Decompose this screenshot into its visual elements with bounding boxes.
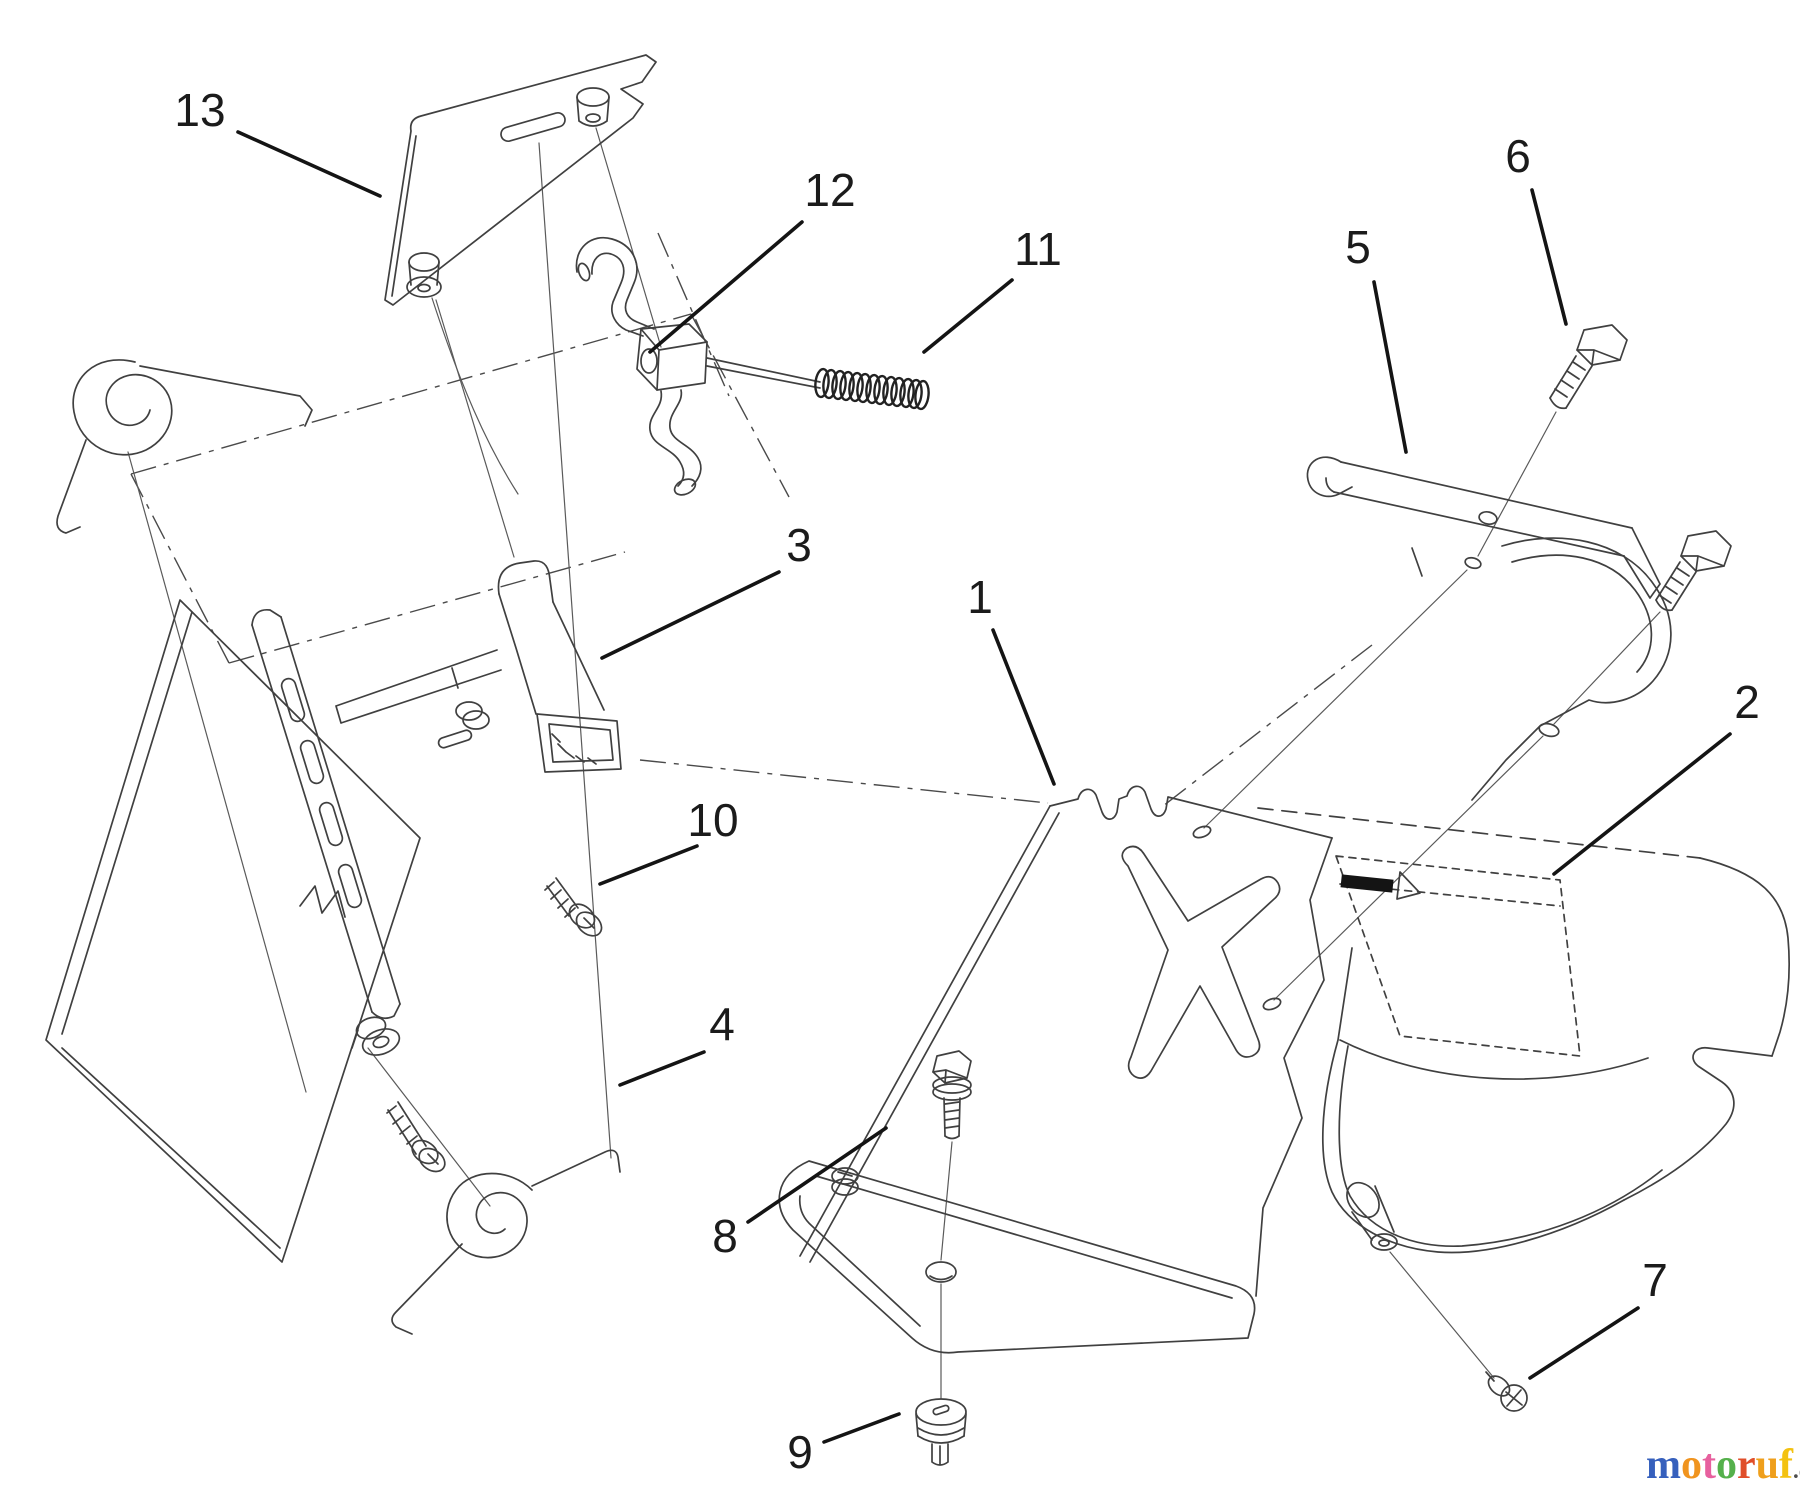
callout-4-leader bbox=[618, 1050, 706, 1087]
callout-1: 1 bbox=[967, 571, 993, 623]
torsion-spring-lower bbox=[391, 1149, 621, 1335]
callout-2-leader bbox=[1552, 732, 1732, 876]
compression-spring bbox=[814, 367, 930, 411]
callout-1-leader bbox=[991, 628, 1056, 786]
warning-triangle-icon bbox=[1396, 871, 1421, 900]
logo-letter: u bbox=[1755, 1442, 1780, 1488]
logo-letter: t bbox=[1702, 1442, 1716, 1488]
label-recess bbox=[1335, 855, 1581, 1057]
pivot-rod bbox=[575, 236, 821, 496]
callout-12: 12 bbox=[804, 164, 855, 216]
callout-10: 10 bbox=[687, 794, 738, 846]
callout-5: 5 bbox=[1345, 221, 1371, 273]
screw-10b bbox=[386, 1101, 446, 1173]
latch-bracket bbox=[335, 560, 622, 773]
bolt-hole bbox=[1192, 825, 1212, 839]
callout-3: 3 bbox=[786, 519, 812, 571]
assembly-alignment-lines bbox=[127, 127, 1661, 1399]
callout-11-leader bbox=[922, 278, 1014, 354]
callout-6: 6 bbox=[1505, 130, 1531, 182]
hex-bolt-6a bbox=[1549, 324, 1628, 410]
callout-6-leader bbox=[1530, 188, 1568, 326]
callout-5-leader bbox=[1372, 280, 1408, 454]
support-bracket bbox=[1306, 456, 1661, 599]
callout-8: 8 bbox=[712, 1210, 738, 1262]
side-panel bbox=[778, 785, 1333, 1354]
callout-13: 13 bbox=[174, 84, 225, 136]
phantom-outline bbox=[130, 232, 1373, 807]
push-cap bbox=[915, 1398, 967, 1466]
hinge-stud bbox=[1346, 1181, 1380, 1219]
logo-letter: m bbox=[1646, 1442, 1681, 1488]
callout-3-leader bbox=[600, 570, 781, 660]
logo-letter: o bbox=[1716, 1442, 1737, 1488]
callout-8-leader bbox=[746, 1126, 888, 1224]
callout-13-leader bbox=[236, 130, 382, 198]
callout-10-leader bbox=[598, 844, 699, 886]
logo-suffix: .de bbox=[1793, 1458, 1800, 1483]
mounting-plate bbox=[384, 54, 657, 306]
torsion-spring-upper bbox=[56, 359, 313, 534]
logo-letter: f bbox=[1779, 1442, 1794, 1488]
callout-9-leader bbox=[822, 1412, 901, 1444]
callout-4: 4 bbox=[709, 998, 735, 1050]
logo-letter: o bbox=[1681, 1442, 1702, 1488]
screw-7 bbox=[1485, 1371, 1528, 1412]
hex-bolt-6b bbox=[1655, 530, 1732, 612]
flange-bolt bbox=[932, 1050, 972, 1140]
bolt-hole bbox=[1262, 997, 1282, 1011]
callout-2: 2 bbox=[1734, 676, 1760, 728]
callout-7: 7 bbox=[1642, 1254, 1668, 1306]
motoruf-logo: motoruf.de bbox=[1646, 1442, 1800, 1492]
callout-9: 9 bbox=[787, 1426, 813, 1478]
callout-7-leader bbox=[1528, 1306, 1640, 1380]
cover-panel bbox=[1257, 537, 1790, 1254]
label-warning-bar bbox=[1340, 874, 1394, 893]
logo-word: motoruf bbox=[1646, 1442, 1793, 1488]
screw-10a bbox=[544, 877, 603, 937]
console-panel bbox=[45, 599, 421, 1263]
callout-12-leader bbox=[648, 220, 804, 354]
logo-letter: r bbox=[1737, 1442, 1756, 1488]
callout-11: 11 bbox=[1014, 223, 1062, 275]
